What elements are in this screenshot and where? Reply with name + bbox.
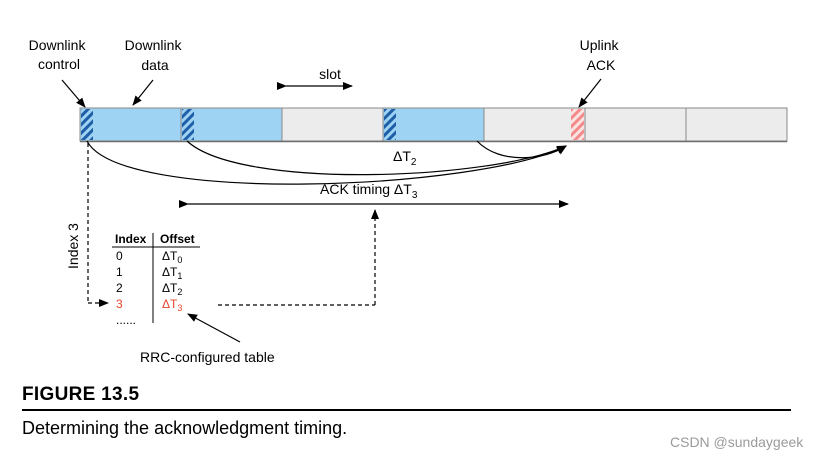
table-row-2-index: 2 xyxy=(116,281,123,295)
slot-2 xyxy=(281,107,384,142)
slot-5 xyxy=(584,107,687,142)
feedback-arrow-slot1 xyxy=(186,140,567,176)
delta-t2-label: ΔT2 xyxy=(393,148,417,168)
slot-6 xyxy=(685,107,788,142)
rrc-offset-table: Index Offset 0 ΔT0 1 ΔT1 2 ΔT2 3 ΔT3 ...… xyxy=(112,232,200,327)
table-row-3-offset: ΔT3 xyxy=(162,297,182,313)
uplink-ack-label: Uplink ACK xyxy=(580,37,623,73)
rrc-table-label: RRC-configured table xyxy=(140,349,275,365)
table-row-0-offset: ΔT0 xyxy=(162,249,182,265)
table-header-index: Index xyxy=(115,232,147,246)
downlink-control-region-1 xyxy=(182,109,194,140)
table-row-1-offset: ΔT1 xyxy=(162,265,182,281)
ack-timing-label: ACK timing ΔT3 xyxy=(320,181,418,201)
slot-strip xyxy=(79,107,788,143)
slot-label: slot xyxy=(319,66,341,82)
slot-4 xyxy=(483,107,586,142)
table-row-3-index: 3 xyxy=(116,297,123,311)
table-row-0-index: 0 xyxy=(116,249,123,263)
table-ellipsis: ...... xyxy=(116,313,136,327)
uplink-ack-pointer xyxy=(578,78,602,108)
downlink-control-label: Downlink control xyxy=(29,37,90,72)
uplink-ack-region xyxy=(571,109,584,140)
downlink-control-pointer xyxy=(61,79,86,108)
figure-rule xyxy=(22,409,791,411)
downlink-control-region-0 xyxy=(81,109,93,140)
slot-3 xyxy=(382,107,485,142)
table-row-2-offset: ΔT2 xyxy=(162,281,182,297)
watermark: CSDN @sundaygeek xyxy=(670,434,804,450)
downlink-control-region-3 xyxy=(384,109,396,140)
rrc-table-pointer xyxy=(187,313,241,343)
feedback-arrow-slot3 xyxy=(476,140,567,159)
downlink-data-label: Downlink data xyxy=(125,37,186,73)
slot-1 xyxy=(180,107,283,142)
downlink-data-pointer xyxy=(132,79,154,106)
index3-label: Index 3 xyxy=(65,223,81,269)
table-header-offset: Offset xyxy=(160,232,195,246)
feedback-arrow-slot0 xyxy=(86,140,567,185)
figure-title: FIGURE 13.5 xyxy=(22,384,140,405)
table-row-1-index: 1 xyxy=(116,265,123,279)
slot-0 xyxy=(79,107,182,142)
figure-caption: Determining the acknowledgment timing. xyxy=(22,418,348,438)
